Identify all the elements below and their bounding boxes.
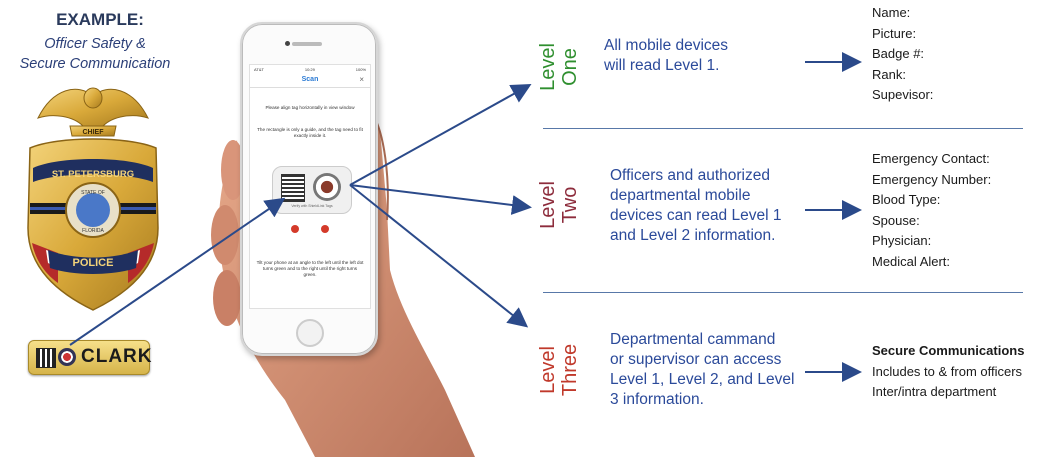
field-medical-alert: Medical Alert: bbox=[872, 253, 951, 269]
scan-frame-caption: Verify with ShieldLink Tags bbox=[291, 204, 333, 208]
field-secure-communications: Secure Communications bbox=[872, 343, 1025, 358]
example-subtitle-line1: Officer Safety & bbox=[44, 36, 146, 52]
description-line: will read Level 1. bbox=[604, 57, 720, 74]
field-picture: Picture: bbox=[872, 25, 917, 41]
description-line: departmental mobile bbox=[610, 187, 751, 204]
field-blood-type: Blood Type: bbox=[872, 192, 941, 207]
level-two-label-bottom: Two bbox=[559, 186, 581, 224]
description-line: devices can read Level 1 bbox=[610, 207, 782, 224]
field-emergency-contact: Emergency Contact: bbox=[872, 151, 990, 166]
tag-name: CLARK bbox=[81, 346, 153, 367]
police-badge: CHIEF ST. PETERSBURG STATE OF FLORIDA PO… bbox=[27, 87, 159, 311]
level-one-label: Level One bbox=[537, 32, 583, 102]
seal-icon bbox=[58, 348, 76, 366]
battery-label: 100% bbox=[355, 67, 366, 72]
description-line: Departmental cammand bbox=[610, 331, 776, 348]
description-line: and Level 2 information. bbox=[610, 227, 776, 244]
field-name: Name: bbox=[872, 5, 911, 20]
level-divider bbox=[543, 128, 1023, 129]
level-two-fields: Emergency Contact: Emergency Number: Blo… bbox=[872, 149, 1047, 272]
field-physician: Physician: bbox=[872, 233, 932, 248]
description-line: Level 1, Level 2, and Level bbox=[610, 371, 795, 388]
badge-city-text: ST. PETERSBURG bbox=[52, 169, 134, 180]
description-line: 3 information. bbox=[610, 391, 704, 408]
close-icon[interactable]: × bbox=[359, 75, 364, 84]
speaker-grille bbox=[292, 42, 322, 46]
level-one-description: All mobile devices will read Level 1. bbox=[604, 36, 784, 76]
badge-chief-text: CHIEF bbox=[83, 129, 105, 136]
scan-title: Scan bbox=[301, 76, 319, 83]
field-includes: Includes to & from officers bbox=[872, 363, 1023, 379]
field-spouse: Spouse: bbox=[872, 212, 920, 228]
badge-state-bottom: FLORIDA bbox=[82, 228, 104, 234]
scan-frame: Verify with ShieldLink Tags bbox=[272, 166, 352, 214]
qr-code-icon bbox=[281, 174, 305, 202]
smartphone: AT&T 10:29 100% Scan × Please align tag … bbox=[240, 22, 378, 356]
phone-screen: AT&T 10:29 100% Scan × Please align tag … bbox=[249, 64, 371, 309]
level-three-description: Departmental cammand or supervisor can a… bbox=[610, 330, 805, 410]
clark-id-tag: CLARK bbox=[28, 340, 153, 375]
field-inter-intra: Inter/intra department bbox=[872, 384, 997, 399]
left-tilt-dot bbox=[291, 225, 299, 233]
right-tilt-dot bbox=[321, 225, 329, 233]
badge-police-text: POLICE bbox=[73, 257, 114, 269]
level-three-fields: Secure Communications Includes to & from… bbox=[872, 341, 1047, 403]
level-two-label-top: Level bbox=[537, 181, 559, 229]
example-subtitle-line2: Secure Communication bbox=[19, 56, 171, 72]
description-line: All mobile devices bbox=[604, 37, 729, 54]
status-bar: AT&T 10:29 100% bbox=[254, 67, 366, 72]
level-one-label-bottom: One bbox=[559, 48, 581, 86]
instruction-tilt: Tilt your phone at an angle to the left … bbox=[256, 260, 364, 277]
instruction-guide: The rectangle is only a guide, and the t… bbox=[257, 127, 363, 138]
carrier-label: AT&T bbox=[254, 67, 264, 72]
seal-icon bbox=[313, 173, 341, 201]
level-three-label-top: Level bbox=[537, 346, 559, 394]
level-two-label: Level Two bbox=[537, 170, 583, 240]
field-badge-number: Badge #: bbox=[872, 46, 925, 61]
instruction-align: Please align tag horizontally in view wi… bbox=[265, 105, 355, 110]
level-divider bbox=[543, 292, 1023, 293]
header-divider bbox=[250, 87, 370, 88]
level-three-label-bottom: Three bbox=[559, 343, 581, 397]
camera-icon bbox=[285, 41, 290, 46]
field-emergency-number: Emergency Number: bbox=[872, 171, 992, 187]
clock-label: 10:29 bbox=[304, 67, 315, 72]
description-line: Officers and authorized bbox=[610, 167, 770, 184]
level-two-description: Officers and authorized departmental mob… bbox=[610, 166, 800, 246]
level-one-label-top: Level bbox=[537, 43, 559, 91]
field-supervisor: Supevisor: bbox=[872, 87, 934, 102]
level-one-fields: Name: Picture: Badge #: Rank: Supevisor: bbox=[872, 3, 1042, 106]
description-line: or supervisor can access bbox=[610, 351, 782, 368]
example-title: EXAMPLE: bbox=[56, 10, 144, 29]
home-button bbox=[296, 319, 324, 347]
qr-code-icon bbox=[36, 348, 56, 368]
level-three-label: Level Three bbox=[537, 328, 583, 412]
badge-state-top: STATE OF bbox=[81, 190, 105, 196]
field-rank: Rank: bbox=[872, 66, 906, 82]
